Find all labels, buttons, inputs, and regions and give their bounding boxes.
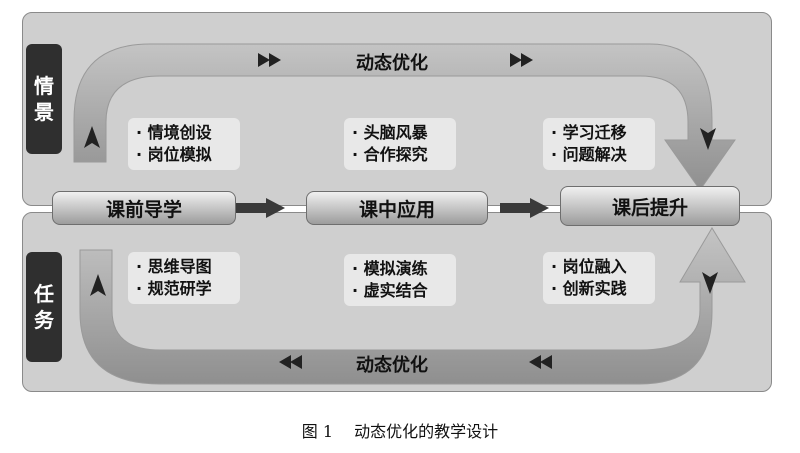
stage-arrow-2 xyxy=(500,198,549,218)
side-top-char-1: 情 xyxy=(34,74,54,98)
stage-post-class: 课后提升 xyxy=(560,186,740,226)
bottom-item-1-2: 规范研学 xyxy=(136,278,232,300)
stage-pre-class: 课前导学 xyxy=(52,191,236,225)
top-item-1-1: 情境创设 xyxy=(136,122,232,144)
top-item-3-2: 问题解决 xyxy=(551,144,647,166)
bottom-item-2-2: 虚实结合 xyxy=(352,280,448,302)
bottom-band-title: 动态优化 xyxy=(356,355,428,376)
bottom-item-2-1: 模拟演练 xyxy=(352,258,448,280)
top-band-title: 动态优化 xyxy=(356,53,428,74)
top-item-2-1: 头脑风暴 xyxy=(352,122,448,144)
top-arc-band xyxy=(73,43,736,191)
bottom-item-box-2: 模拟演练 虚实结合 xyxy=(344,254,456,306)
top-band-right-arrows-right xyxy=(510,53,533,67)
top-item-1-2: 岗位模拟 xyxy=(136,144,232,166)
side-bottom-char-1: 任 xyxy=(34,282,54,306)
side-bottom-char-2: 务 xyxy=(34,308,54,332)
bottom-left-up-arrow xyxy=(90,274,106,296)
stage-arrow-1 xyxy=(236,198,285,218)
top-band-right-arrows-left xyxy=(258,53,281,67)
bottom-right-down-arrow xyxy=(702,272,718,294)
top-item-2-2: 合作探究 xyxy=(352,144,448,166)
stage-in-class: 课中应用 xyxy=(306,191,488,225)
top-item-3-1: 学习迁移 xyxy=(551,122,647,144)
bottom-item-box-1: 思维导图 规范研学 xyxy=(128,252,240,304)
bottom-band-left-arrows-left xyxy=(279,355,302,369)
task-side-label: 任 务 xyxy=(26,252,62,362)
top-right-down-arrow xyxy=(700,128,716,150)
bottom-item-3-2: 创新实践 xyxy=(551,278,647,300)
side-top-char-2: 景 xyxy=(34,100,54,124)
bottom-item-1-1: 思维导图 xyxy=(136,256,232,278)
bottom-item-box-3: 岗位融入 创新实践 xyxy=(543,252,655,304)
caption-text: 动态优化的教学设计 xyxy=(354,422,499,441)
bottom-item-3-1: 岗位融入 xyxy=(551,256,647,278)
caption-number: 图 1 xyxy=(301,422,334,441)
top-item-box-3: 学习迁移 问题解决 xyxy=(543,118,655,170)
top-item-box-2: 头脑风暴 合作探究 xyxy=(344,118,456,170)
scenario-side-label: 情 景 xyxy=(26,44,62,154)
top-item-box-1: 情境创设 岗位模拟 xyxy=(128,118,240,170)
top-left-up-arrow xyxy=(84,126,100,148)
figure-caption: 图 1 动态优化的教学设计 xyxy=(0,418,800,442)
bottom-band-left-arrows-right xyxy=(529,355,552,369)
